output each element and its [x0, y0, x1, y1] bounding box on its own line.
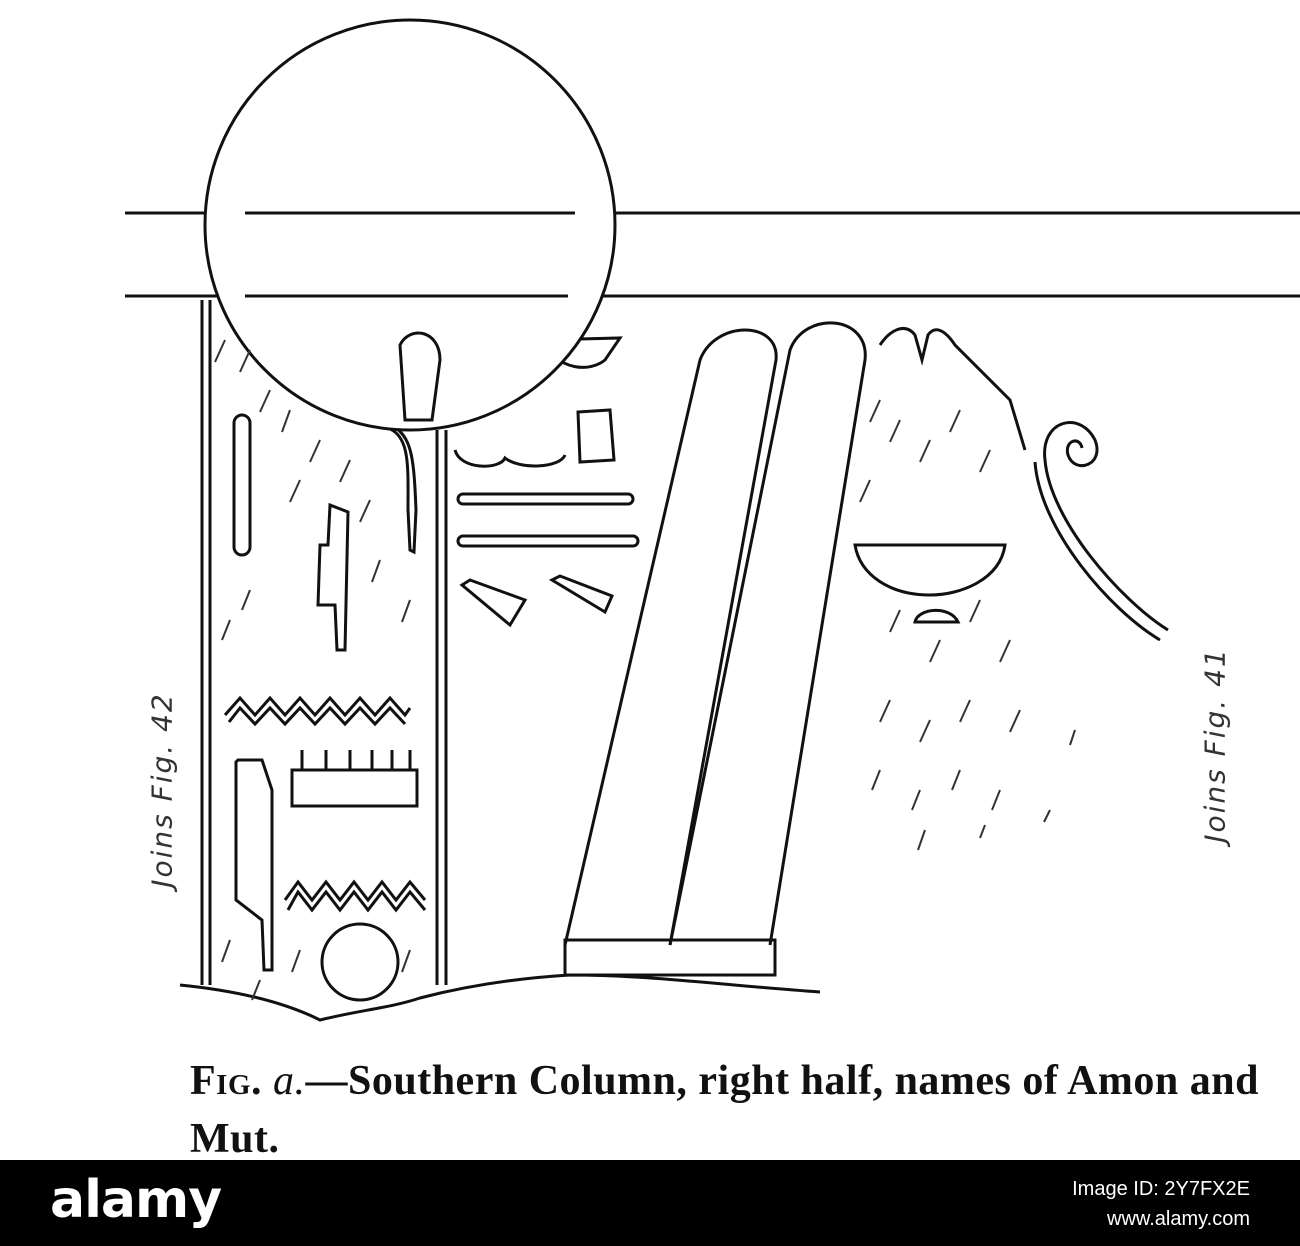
- figure-caption: Fig. a.—Southern Column, right half, nam…: [190, 1052, 1280, 1168]
- feather-right: [668, 321, 867, 946]
- image-id-text: Image ID: 2Y7FX2E: [1072, 1178, 1250, 1200]
- ground-line: [179, 973, 821, 1022]
- water-glyph-1-inner: [227, 705, 407, 727]
- pot-glyph: [576, 408, 616, 464]
- feather-base: [563, 938, 777, 977]
- loaf-glyph: [913, 608, 961, 624]
- joins-fig-41-label: Joins Fig. 41: [1198, 647, 1232, 843]
- basket-glyph: [453, 449, 567, 468]
- hatching: [214, 339, 1076, 1001]
- site-url-text: www.alamy.com: [1107, 1208, 1250, 1230]
- hieroglyph-drawing: [125, 18, 1300, 1022]
- wedge-glyph-1: [459, 578, 528, 628]
- spiral-curl-inner: [1033, 461, 1161, 642]
- vulture-head-glyph: [878, 327, 1027, 451]
- bowl-glyph: [853, 543, 1007, 597]
- water-glyph-2: [283, 879, 427, 903]
- caption-fig-letter: a.: [273, 1058, 306, 1104]
- caption-fig-label: Fig.: [190, 1058, 262, 1104]
- water-glyph-2-inner: [286, 889, 427, 913]
- footer-meta: Image ID: 2Y7FX2E www.alamy.com: [1072, 1174, 1250, 1234]
- staff-glyph: [388, 426, 418, 555]
- bar-glyph-1: [456, 492, 635, 506]
- gameboard-pieces: [300, 750, 412, 770]
- watermark-footer: alamy Image ID: 2Y7FX2E www.alamy.com: [0, 1160, 1300, 1246]
- gameboard-glyph: [290, 768, 419, 808]
- wedge-glyph-2: [548, 574, 615, 615]
- knife-glyph: [234, 758, 274, 972]
- spiral-curl: [1043, 421, 1169, 632]
- feather-left: [563, 328, 778, 946]
- water-glyph-1: [223, 695, 412, 718]
- damage-circle: [203, 18, 617, 432]
- bar-glyph-2: [456, 534, 640, 548]
- sun-glyph: [320, 922, 400, 1002]
- seat-glyph: [316, 502, 350, 652]
- circle-fragment-glyph: [398, 331, 442, 422]
- caption-text: —Southern Column, right half, names of A…: [190, 1058, 1259, 1162]
- joins-fig-42-label: Joins Fig. 42: [145, 692, 179, 888]
- reed-glyph: [232, 413, 252, 557]
- alamy-logo: alamy: [50, 1170, 222, 1230]
